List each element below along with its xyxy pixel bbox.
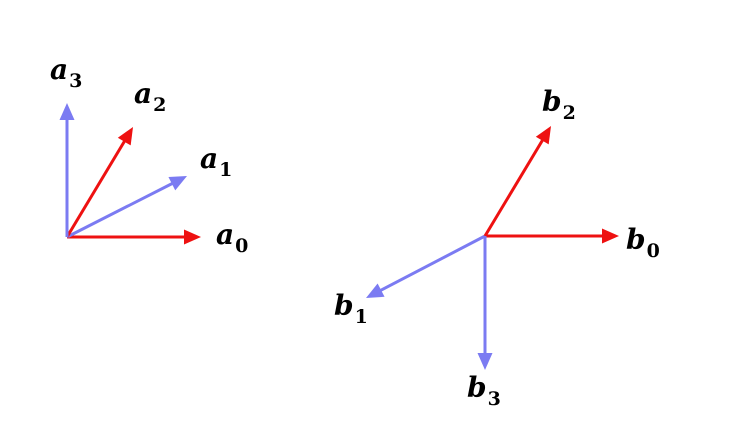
arrow-a3-head bbox=[59, 103, 75, 120]
arrow-a1 bbox=[66, 176, 187, 239]
arrow-b2 bbox=[483, 126, 551, 237]
label-a1: a1 bbox=[200, 142, 233, 181]
label-b3: b3 bbox=[467, 371, 501, 410]
arrow-b3 bbox=[477, 236, 493, 370]
arrow-b2-head bbox=[535, 126, 551, 145]
label-a3: a3 bbox=[50, 53, 83, 92]
arrow-b1 bbox=[366, 234, 486, 298]
arrow-b3-head bbox=[477, 353, 493, 370]
arrow-a0-head bbox=[184, 229, 201, 245]
arrow-a0 bbox=[67, 229, 201, 245]
arrow-a2-shaft bbox=[65, 139, 127, 238]
label-b1: b1 bbox=[334, 289, 368, 328]
arrow-a2-head bbox=[117, 127, 133, 146]
label-a0: a0 bbox=[216, 218, 249, 257]
arrow-b1-shaft bbox=[379, 234, 486, 292]
arrow-a1-head bbox=[168, 176, 187, 191]
label-b2: b2 bbox=[542, 85, 576, 124]
arrow-b0-head bbox=[602, 228, 619, 244]
arrow-b0 bbox=[485, 228, 619, 244]
label-a2: a2 bbox=[134, 77, 167, 116]
arrow-b2-shaft bbox=[483, 138, 545, 237]
arrow-a3 bbox=[59, 103, 75, 237]
arrow-b1-head bbox=[366, 283, 385, 298]
label-b0: b0 bbox=[626, 223, 660, 262]
arrow-a1-shaft bbox=[66, 181, 174, 239]
arrow-a2 bbox=[65, 127, 133, 238]
